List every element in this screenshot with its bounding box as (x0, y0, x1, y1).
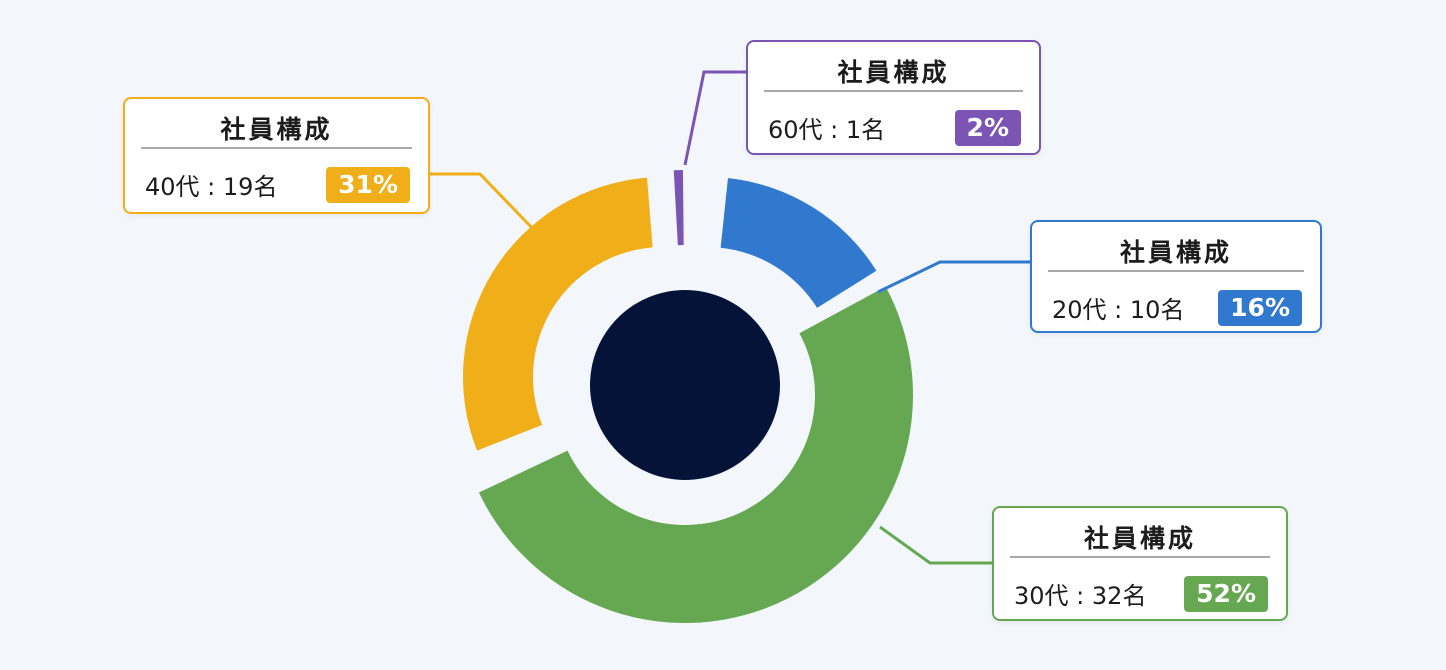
slice-30代 (478, 286, 914, 623)
callout-label: 30代 : 32名 (1014, 578, 1146, 614)
leader-line-30代 (879, 525, 992, 565)
callout-60代: 社員構成 60代 : 1名 2% (746, 40, 1041, 155)
slice-count: 1 (845, 116, 862, 144)
slice-60代 (673, 170, 684, 246)
slice-20代 (720, 178, 877, 308)
slice-label: 60代 (768, 116, 823, 144)
callout-30代: 社員構成 30代 : 32名 52% (992, 506, 1288, 621)
slice-40代 (463, 177, 653, 451)
callout-title: 社員構成 (141, 113, 412, 149)
slice-count: 19 (222, 173, 254, 201)
donut-center (590, 290, 780, 480)
callout-40代: 社員構成 40代 : 19名 31% (123, 97, 430, 214)
percent-badge: 31% (326, 167, 410, 203)
callout-title: 社員構成 (764, 56, 1023, 92)
leader-line-40代 (430, 172, 538, 234)
label-separator: : (199, 173, 223, 201)
callout-label: 20代 : 10名 (1052, 292, 1184, 328)
callout-title: 社員構成 (1048, 236, 1304, 272)
callout-label: 40代 : 19名 (145, 169, 277, 205)
percent-badge: 16% (1218, 290, 1302, 326)
percent-badge: 52% (1184, 576, 1268, 612)
slice-label: 20代 (1052, 296, 1107, 324)
leader-line-60代 (683, 70, 746, 166)
slice-label: 30代 (1014, 582, 1069, 610)
callout-20代: 社員構成 20代 : 10名 16% (1030, 220, 1322, 333)
slice-count: 32 (1091, 582, 1123, 610)
slice-label: 40代 (145, 173, 200, 201)
count-unit: 名 (1160, 296, 1185, 324)
count-unit: 名 (253, 173, 278, 201)
callout-title: 社員構成 (1010, 522, 1270, 558)
label-separator: : (822, 116, 846, 144)
callout-label: 60代 : 1名 (768, 112, 885, 148)
count-unit: 名 (1122, 582, 1147, 610)
label-separator: : (1068, 582, 1092, 610)
slice-count: 10 (1129, 296, 1161, 324)
leader-line-20代 (877, 260, 1030, 294)
percent-badge: 2% (954, 110, 1021, 146)
count-unit: 名 (861, 116, 886, 144)
label-separator: : (1106, 296, 1130, 324)
